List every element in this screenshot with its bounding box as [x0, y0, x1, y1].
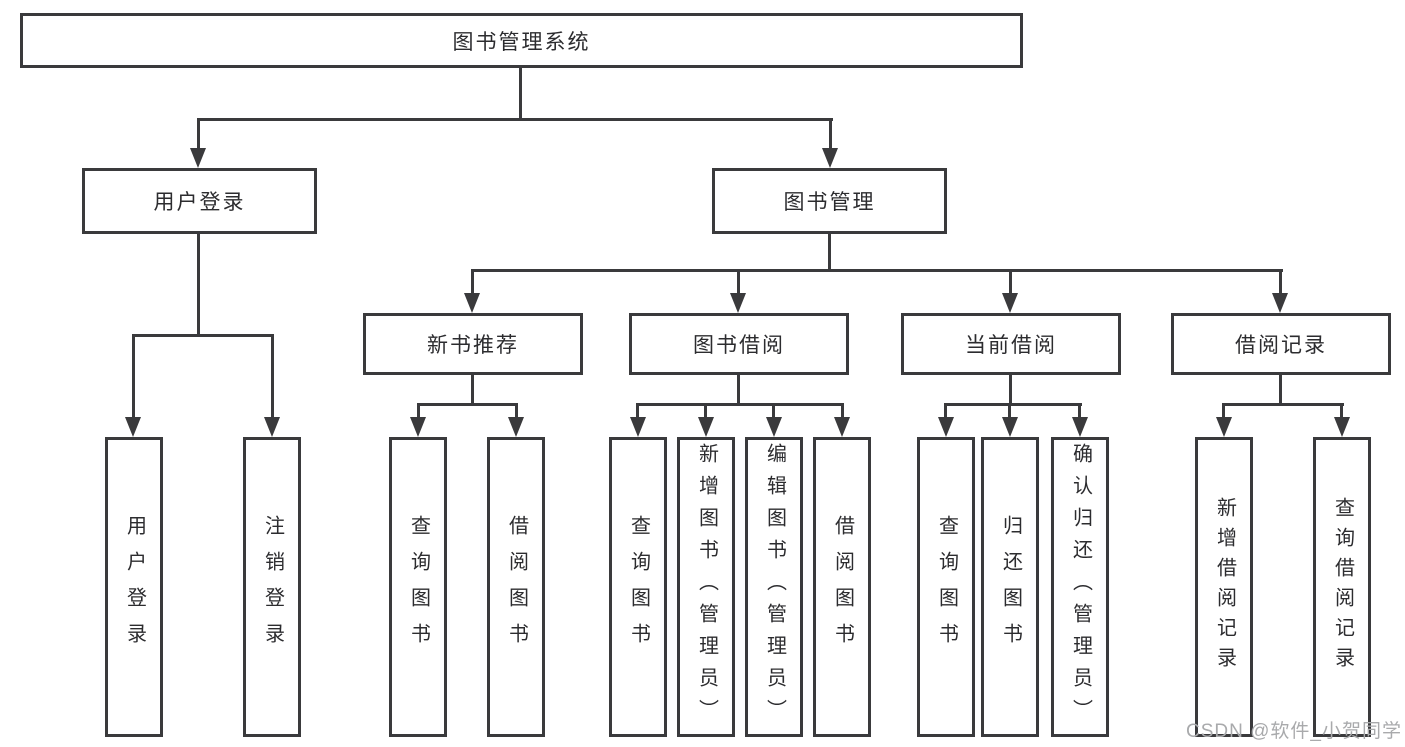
arrow-down [1272, 293, 1288, 313]
connector-line [515, 403, 518, 419]
leaf-borrow-books-2-label: 借阅图书 [831, 515, 854, 659]
connector-line [944, 403, 1082, 406]
connector-line [1009, 269, 1012, 295]
connector-line [519, 68, 522, 121]
connector-line [1222, 403, 1344, 406]
leaf-query-books-2: 查询图书 [609, 437, 667, 737]
node-book-management-label: 图书管理 [783, 191, 876, 214]
connector-line [829, 118, 832, 150]
leaf-confirm-return-admin: 确认归还（管理员） [1051, 437, 1109, 737]
root-node-library-system: 图书管理系统 [20, 13, 1023, 68]
connector-line [271, 334, 274, 418]
connector-line [704, 403, 707, 419]
connector-line [1009, 375, 1012, 406]
connector-line [417, 403, 518, 406]
connector-line [737, 375, 740, 406]
arrow-down [264, 417, 280, 437]
leaf-edit-book-admin: 编辑图书（管理员） [745, 437, 803, 737]
connector-line [471, 375, 474, 406]
connector-line [636, 403, 844, 406]
leaf-query-books-2-label: 查询图书 [627, 515, 650, 659]
node-borrowing-records: 借阅记录 [1171, 313, 1391, 375]
leaf-query-books-1: 查询图书 [389, 437, 447, 737]
leaf-add-book-admin-label: 新增图书（管理员） [695, 443, 718, 731]
leaf-add-borrow-record-label: 新增借阅记录 [1213, 497, 1236, 677]
arrow-down [630, 417, 646, 437]
connector-line [471, 269, 1283, 272]
node-borrowing-records-label: 借阅记录 [1235, 334, 1327, 357]
arrow-down [1002, 293, 1018, 313]
arrow-down [464, 293, 480, 313]
leaf-edit-book-admin-label: 编辑图书（管理员） [763, 443, 786, 731]
connector-line [197, 118, 200, 150]
arrow-down [1072, 417, 1088, 437]
connector-line [132, 334, 274, 337]
arrow-down [1216, 417, 1232, 437]
connector-line [197, 234, 200, 336]
connector-line [1078, 403, 1081, 419]
connector-line [471, 269, 474, 295]
connector-line [1340, 403, 1343, 419]
connector-line [1008, 403, 1011, 419]
arrow-down [730, 293, 746, 313]
connector-line [841, 403, 844, 419]
leaf-user-login-label: 用户登录 [123, 515, 146, 659]
arrow-down [508, 417, 524, 437]
node-current-borrowing-label: 当前借阅 [965, 334, 1057, 357]
leaf-user-login: 用户登录 [105, 437, 163, 737]
connector-line [1279, 269, 1282, 295]
leaf-add-book-admin: 新增图书（管理员） [677, 437, 735, 737]
arrow-down [125, 417, 141, 437]
node-book-borrowing: 图书借阅 [629, 313, 849, 375]
leaf-borrow-books-2: 借阅图书 [813, 437, 871, 737]
leaf-query-books-1-label: 查询图书 [407, 515, 430, 659]
leaf-query-borrow-record-label: 查询借阅记录 [1331, 497, 1354, 677]
leaf-logout-label: 注销登录 [261, 515, 284, 659]
arrow-down [938, 417, 954, 437]
node-book-management: 图书管理 [712, 168, 947, 234]
connector-line [197, 118, 833, 121]
leaf-logout: 注销登录 [243, 437, 301, 737]
arrow-down [698, 417, 714, 437]
leaf-add-borrow-record: 新增借阅记录 [1195, 437, 1253, 737]
leaf-confirm-return-admin-label: 确认归还（管理员） [1069, 443, 1092, 731]
node-user-login: 用户登录 [82, 168, 317, 234]
connector-line [772, 403, 775, 419]
root-node-label: 图书管理系统 [452, 30, 591, 54]
arrow-down [1002, 417, 1018, 437]
leaf-query-books-3: 查询图书 [917, 437, 975, 737]
leaf-query-borrow-record: 查询借阅记录 [1313, 437, 1371, 737]
leaf-return-book: 归还图书 [981, 437, 1039, 737]
node-new-book-recommend-label: 新书推荐 [427, 334, 519, 357]
node-user-login-label: 用户登录 [153, 191, 246, 214]
arrow-down [766, 417, 782, 437]
connector-line [417, 403, 420, 419]
connector-line [636, 403, 639, 419]
node-current-borrowing: 当前借阅 [901, 313, 1121, 375]
arrow-down [834, 417, 850, 437]
arrow-down [410, 417, 426, 437]
node-new-book-recommend: 新书推荐 [363, 313, 583, 375]
arrow-down [1334, 417, 1350, 437]
leaf-query-books-3-label: 查询图书 [935, 515, 958, 659]
node-book-borrowing-label: 图书借阅 [693, 334, 785, 357]
arrow-down [190, 148, 206, 168]
connector-line [132, 334, 135, 418]
leaf-borrow-books-1-label: 借阅图书 [505, 515, 528, 659]
csdn-watermark: CSDN @软件_小贺同学 [1186, 721, 1402, 742]
connector-line [737, 269, 740, 295]
connector-line [944, 403, 947, 419]
arrow-down [822, 148, 838, 168]
connector-line [1279, 375, 1282, 406]
leaf-borrow-books-1: 借阅图书 [487, 437, 545, 737]
connector-line [828, 234, 831, 272]
leaf-return-book-label: 归还图书 [999, 515, 1022, 659]
connector-line [1222, 403, 1225, 419]
